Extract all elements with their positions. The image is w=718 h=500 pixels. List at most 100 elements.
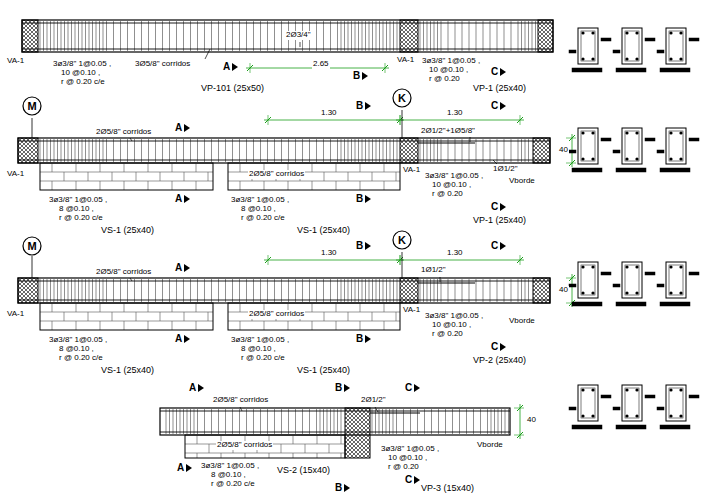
stirrup-line bbox=[47, 279, 48, 302]
stirrup-line bbox=[372, 139, 373, 162]
section-mark: C bbox=[404, 382, 413, 393]
stirrup-line bbox=[362, 279, 363, 302]
stirrup-line bbox=[64, 279, 65, 302]
dimension-ext bbox=[514, 435, 524, 436]
dimension-ext bbox=[385, 63, 386, 73]
masonry-joint bbox=[209, 444, 210, 453]
section-outline bbox=[578, 28, 598, 64]
masonry-joint bbox=[196, 321, 197, 330]
masonry-joint bbox=[184, 312, 185, 321]
masonry-joint bbox=[312, 181, 313, 190]
stirrup-line bbox=[173, 409, 174, 434]
column-hatch bbox=[400, 138, 418, 163]
stirrup-line bbox=[92, 279, 93, 302]
stirrup-line bbox=[176, 21, 177, 51]
rebar-dot bbox=[679, 414, 682, 417]
stirrup-line bbox=[372, 21, 373, 51]
rebar-note: 2Ø5/8" corridos bbox=[216, 441, 273, 450]
stirrup-line bbox=[431, 409, 432, 434]
stirrup-line bbox=[75, 139, 76, 162]
masonry-joint bbox=[348, 312, 349, 321]
stirrup-line bbox=[267, 21, 268, 51]
stirrup-line bbox=[260, 139, 261, 162]
stirrup-note: r @ 0.20 bbox=[431, 330, 464, 339]
leader-line bbox=[130, 278, 132, 281]
stirrup-line bbox=[369, 279, 370, 302]
section-tag bbox=[645, 38, 655, 41]
stirrup-line bbox=[47, 21, 48, 51]
section-tag bbox=[660, 302, 690, 306]
stirrup-line bbox=[497, 139, 498, 162]
axis-label: VA-1 bbox=[6, 57, 25, 66]
bubble-circle bbox=[23, 237, 41, 255]
stirrup-note: r @ 0.20 bbox=[428, 75, 461, 84]
section-stirrup bbox=[625, 31, 639, 61]
stirrup-line bbox=[376, 21, 377, 51]
rebar-dot bbox=[591, 157, 594, 160]
stirrup-line bbox=[386, 21, 387, 51]
beam-name: VP-1 (25x40) bbox=[472, 84, 527, 94]
masonry-joint bbox=[112, 312, 113, 321]
column-hatch bbox=[538, 20, 553, 52]
masonry-joint bbox=[172, 321, 173, 330]
dimension-line bbox=[396, 120, 524, 121]
stirrup-line bbox=[362, 139, 363, 162]
stirrup-line bbox=[96, 279, 97, 302]
rebar-dot bbox=[669, 131, 672, 134]
section-tag bbox=[613, 284, 620, 287]
stirrup-line bbox=[50, 21, 51, 51]
stirrup-line bbox=[246, 279, 247, 302]
axis-bubble: K bbox=[392, 230, 412, 250]
stirrup-line bbox=[344, 139, 345, 162]
stirrup-line bbox=[85, 279, 86, 302]
stirrup-line bbox=[246, 139, 247, 162]
section-tag bbox=[689, 138, 699, 141]
stirrup-line bbox=[462, 21, 463, 51]
axis-bubble: K bbox=[392, 88, 412, 108]
rebar-line bbox=[418, 142, 475, 143]
stirrup-line bbox=[490, 21, 491, 51]
masonry-joint bbox=[336, 163, 337, 172]
stirrup-line bbox=[162, 21, 163, 51]
stirrup-line bbox=[355, 279, 356, 302]
stirrup-line bbox=[302, 279, 303, 302]
stirrup-line bbox=[505, 409, 506, 434]
stirrup-line bbox=[316, 279, 317, 302]
masonry-joint bbox=[341, 453, 342, 458]
masonry-joint bbox=[196, 181, 197, 190]
dimension-ext bbox=[520, 115, 521, 125]
masonry-joint bbox=[360, 163, 361, 172]
stirrup-line bbox=[323, 21, 324, 51]
dimension-ext bbox=[400, 255, 401, 265]
stirrup-line bbox=[267, 139, 268, 162]
stirrup-line bbox=[528, 21, 529, 51]
column-hatch bbox=[400, 20, 418, 52]
rebar-dot bbox=[679, 388, 682, 391]
stirrup-line bbox=[50, 139, 51, 162]
stirrup-note: r @ 0.20 c/e bbox=[210, 480, 256, 489]
section-tag bbox=[572, 68, 602, 72]
rebar-dot bbox=[581, 291, 584, 294]
rebar-dot bbox=[635, 31, 638, 34]
stirrup-line bbox=[82, 21, 83, 51]
stirrup-note: 3ø3/8" 1@0.05 , bbox=[421, 57, 481, 66]
masonry-joint bbox=[172, 303, 173, 312]
stirrup-note: 3ø3/8" 1@0.05 , bbox=[48, 336, 108, 345]
dimension-text: 2.65 bbox=[312, 60, 330, 69]
beam-name: VS-1 (25x40) bbox=[100, 366, 155, 376]
stirrup-line bbox=[232, 409, 233, 434]
stirrup-line bbox=[348, 21, 349, 51]
leader-line bbox=[470, 137, 471, 142]
stirrup-note: r @ 0.20 c/e bbox=[60, 78, 106, 87]
section-outline bbox=[622, 128, 642, 164]
masonry-joint bbox=[293, 453, 294, 458]
stirrup-line bbox=[82, 279, 83, 302]
rebar-dot bbox=[625, 157, 628, 160]
stirrup-line bbox=[211, 21, 212, 51]
axis-bubble: M bbox=[22, 96, 42, 116]
stirrup-line bbox=[204, 21, 205, 51]
rebar-dot bbox=[669, 414, 672, 417]
masonry-joint bbox=[160, 172, 161, 181]
leader-line bbox=[300, 42, 301, 47]
